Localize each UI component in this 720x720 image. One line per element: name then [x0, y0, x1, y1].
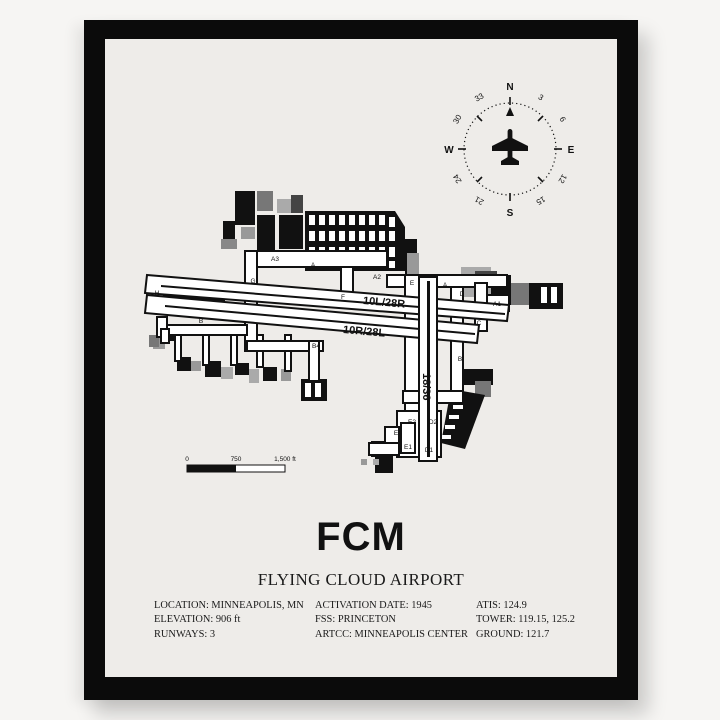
airport-name: FLYING CLOUD AIRPORT — [257, 570, 465, 589]
airport-diagram: N E S W 3 6 12 15 21 24 30 33 — [143, 82, 575, 473]
compass-tick-3: 3 — [537, 92, 546, 102]
info-elevation: ELEVATION: 906 ft — [154, 614, 241, 626]
taxiway-e-north: E — [410, 280, 415, 287]
compass-s: S — [507, 208, 514, 219]
info-artcc: ARTCC: MINNEAPOLIS CENTER — [315, 628, 468, 640]
airport-code: FCM — [316, 515, 406, 559]
runway-10l-28r: 10L/28R — [362, 295, 405, 311]
taxiway-g: G — [250, 278, 255, 285]
taxiway-b4: B4 — [312, 343, 320, 350]
info-activation: ACTIVATION DATE: 1945 — [315, 600, 432, 611]
taxiway-b-east: B — [458, 356, 462, 363]
taxiway-labels: A3 A A2 E A D A1 H G F C B B4 B E2 D2 E … — [155, 256, 502, 454]
compass-tick-12: 12 — [556, 173, 569, 186]
taxiway-d-north: D — [460, 291, 465, 298]
taxiway-c: C — [477, 320, 482, 327]
scale-label-750: 750 — [231, 456, 242, 463]
taxiway-e-south: E — [394, 430, 399, 437]
taxiway-a-north: A — [311, 262, 316, 269]
compass-tick-15: 15 — [534, 194, 547, 207]
info-column-2: ACTIVATION DATE: 1945 FSS: PRINCETON ART… — [315, 599, 468, 642]
info-runways: RUNWAYS: 3 — [154, 628, 216, 640]
info-column-1: LOCATION: MINNEAPOLIS, MN ELEVATION: 906… — [154, 599, 304, 642]
runway-10r-28l: 10R/28L — [342, 324, 385, 340]
compass-e: E — [568, 145, 575, 156]
taxiway-e2: E2 — [408, 419, 416, 426]
scale-bar: 0 750 1,500 ft — [185, 456, 296, 473]
runways — [143, 273, 511, 462]
taxiway-a1: A1 — [493, 301, 501, 308]
taxiway-d1: D1 — [425, 447, 434, 454]
taxiway-b-west: B — [199, 318, 203, 325]
airplane-icon — [492, 129, 528, 165]
taxiway-d2: D2 — [429, 419, 438, 426]
taxiway-e1: E1 — [404, 444, 412, 451]
taxiway-h: H — [155, 290, 160, 297]
compass-rose: N E S W 3 6 12 15 21 24 30 33 — [444, 82, 574, 219]
north-arrow-icon — [506, 107, 514, 116]
info-fss: FSS: PRINCETON — [315, 614, 396, 626]
compass-tick-33: 33 — [473, 91, 486, 104]
compass-w: W — [444, 145, 454, 156]
scale-label-1500: 1,500 ft — [274, 456, 296, 463]
info-atis: ATIS: 124.9 — [476, 600, 527, 611]
compass-tick-24: 24 — [451, 172, 464, 185]
info-ground: GROUND: 121.7 — [476, 628, 550, 640]
compass-tick-21: 21 — [473, 194, 486, 207]
runway-18-36: 18/36 — [420, 373, 432, 401]
info-location: LOCATION: MINNEAPOLIS, MN — [154, 600, 304, 611]
compass-n: N — [506, 82, 513, 93]
compass-tick-30: 30 — [451, 113, 464, 126]
taxiway-f: F — [341, 294, 345, 301]
info-column-3: ATIS: 124.9 TOWER: 119.15, 125.2 GROUND:… — [476, 599, 575, 642]
taxiway-a3: A3 — [271, 256, 279, 263]
taxiway-a2: A2 — [373, 274, 381, 281]
info-tower: TOWER: 119.15, 125.2 — [476, 614, 575, 626]
compass-tick-6: 6 — [558, 115, 568, 124]
runway-labels: 10L/28R 10R/28L 18/36 — [342, 295, 432, 401]
taxiway-a-east: A — [443, 282, 448, 289]
scale-label-0: 0 — [185, 456, 189, 463]
poster-mat: N E S W 3 6 12 15 21 24 30 33 — [105, 39, 617, 677]
